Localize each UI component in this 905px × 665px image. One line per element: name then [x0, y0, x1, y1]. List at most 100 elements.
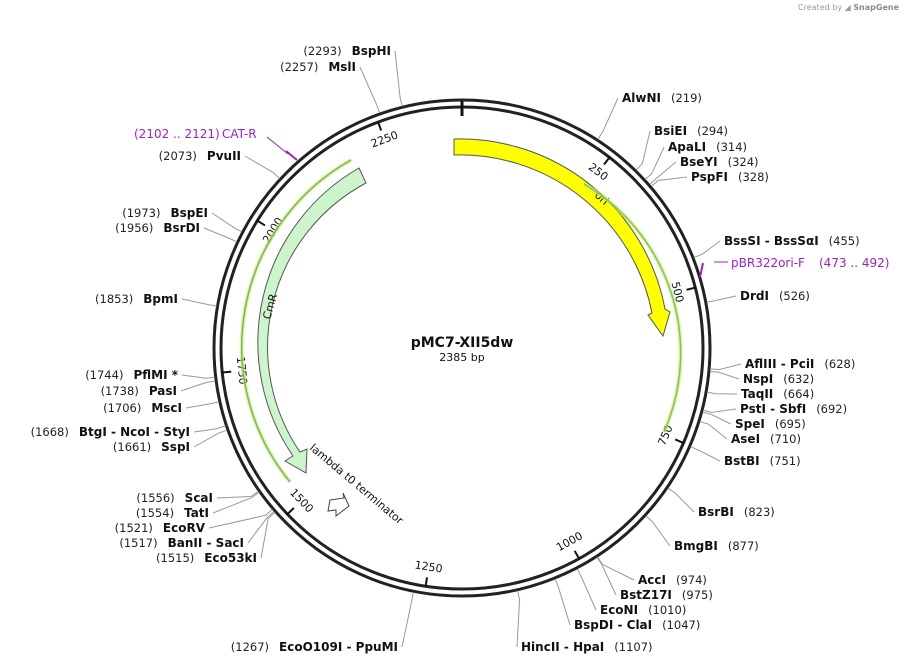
site-name: MslI — [328, 60, 356, 74]
backbone-outer-ring — [212, 98, 712, 598]
site-name: ScaI — [185, 491, 213, 505]
site-position: (1047) — [662, 618, 700, 632]
site-pflmi: (1744)PflMI * — [85, 368, 179, 382]
site-name: BtgI - NcoI - StyI — [79, 425, 190, 439]
credit-brand-name: SnapGene — [853, 3, 899, 12]
site-name: DrdI — [740, 289, 769, 303]
site-name: AlwNI — [622, 91, 661, 105]
site-leader-scai — [216, 490, 259, 499]
site-position: (974) — [676, 573, 707, 587]
site-leader-econi — [576, 568, 597, 611]
site-name: HincII - HpaI — [521, 640, 604, 654]
site-leader-bsrbi — [667, 487, 695, 513]
site-name: BpmI — [143, 292, 178, 306]
site-position: (526) — [779, 289, 810, 303]
site-position: (324) — [728, 155, 759, 169]
site-ecoo109i-ppumi: (1267)EcoO109I - PpuMI — [231, 640, 398, 654]
site-bstz17i: BstZ17I(975) — [620, 588, 713, 602]
site-position: (1738) — [101, 384, 139, 398]
tick-mark-250 — [603, 156, 611, 166]
site-name: PflMI * — [133, 368, 178, 382]
site-position: (1554) — [136, 506, 174, 520]
site-position: (632) — [783, 372, 814, 386]
primer-pbr322ori-f-name: pBR322ori-F — [731, 256, 805, 270]
site-position: (314) — [716, 140, 747, 154]
site-sspi: (1661) SspI — [113, 440, 190, 454]
site-name: PvuII — [207, 149, 241, 163]
primer-cat-r-mark — [285, 150, 298, 161]
site-position: (1706) — [103, 401, 141, 415]
plasmid-length: 2385 bp — [439, 351, 484, 364]
site-position: (695) — [775, 417, 806, 431]
site-name: SspI — [161, 440, 190, 454]
site-leader-spei — [702, 411, 732, 425]
site-position: (1521) — [115, 521, 153, 535]
site-leader-bmgbi — [645, 515, 671, 547]
site-leader-pvuii — [244, 155, 280, 179]
site-nspi: NspI(632) — [743, 372, 814, 386]
site-leader-asei — [699, 421, 728, 440]
site-leader-eco53ki — [260, 512, 276, 559]
site-afliii-pcii: AflIII - PciI(628) — [745, 357, 855, 371]
site-name: TatI — [184, 506, 209, 520]
snapgene-credit: Created by ◢ SnapGene — [798, 3, 899, 12]
site-apali: ApaLI(314) — [668, 140, 747, 154]
site-spei: SpeI (695) — [735, 417, 806, 431]
site-position: (328) — [738, 170, 769, 184]
site-bstbi: BstBI(751) — [724, 454, 801, 468]
site-name: EcoNI — [600, 603, 638, 617]
site-leader-msli — [359, 66, 381, 114]
site-position: (1973) — [122, 206, 160, 220]
site-position: (1010) — [648, 603, 686, 617]
primer-cat-r-name: CAT-R — [222, 127, 257, 141]
site-name: PspFI — [691, 170, 728, 184]
site-leader-banii-saci — [247, 511, 275, 544]
primer-cat-r-leader — [266, 136, 289, 155]
tick-label-2250: 2250 — [369, 128, 400, 150]
restriction-site-labels: AlwNI (219) BsiEI(294) ApaLI(314)BseYI (324)… — [31, 44, 860, 654]
site-acci: AccI(974) — [638, 573, 707, 587]
site-position: (1556) — [136, 491, 174, 505]
site-leader-bsrdi — [203, 227, 238, 243]
site-name: SpeI — [735, 417, 765, 431]
site-leader-pasi — [180, 380, 216, 392]
site-leader-bstz17i — [596, 556, 617, 596]
site-name: BsrDI — [163, 221, 200, 235]
tick-mark-750 — [674, 438, 685, 445]
site-leader-lines — [180, 50, 742, 648]
site-name: EcoRV — [163, 521, 206, 535]
site-position: (1853) — [95, 292, 133, 306]
tick-mark-1250 — [424, 577, 428, 588]
site-leader-acci — [597, 556, 635, 581]
site-leader-psti-sbfi — [702, 408, 737, 413]
credit-prefix: Created by — [798, 3, 843, 12]
site-position: (1267) — [231, 640, 269, 654]
site-name: PstI - SbfI — [740, 402, 806, 416]
site-leader-nspi — [709, 370, 740, 380]
site-leader-ecoo109i-ppumi — [401, 592, 414, 648]
ori-feature-arrow — [453, 138, 671, 338]
site-position: (219) — [671, 91, 702, 105]
site-position: (692) — [816, 402, 847, 416]
tick-mark-2000 — [255, 219, 266, 227]
site-position: (2293) — [303, 44, 341, 58]
tick-label-1250: 1250 — [414, 558, 444, 575]
site-position: (1515) — [156, 551, 194, 565]
site-name: BspHI — [352, 44, 391, 58]
site-name: BspDI - ClaI — [574, 618, 652, 632]
site-name: BseYI — [680, 155, 718, 169]
site-name: BsiEI — [654, 124, 687, 138]
tick-mark-1000 — [573, 550, 581, 561]
site-position: (1661) — [113, 440, 151, 454]
site-leader-pspfi — [651, 176, 688, 187]
site-pspfi: PspFI (328) — [691, 170, 769, 184]
terminator-feature-label: lambda t0 terminator — [307, 441, 406, 527]
site-position: (1668) — [31, 425, 69, 439]
site-position: (877) — [728, 539, 759, 553]
plasmid-name: pMC7-XII5dw — [411, 335, 514, 351]
site-name: BspEI — [170, 206, 208, 220]
site-bsiei: BsiEI(294) — [654, 124, 728, 138]
site-name: Eco53kI — [204, 551, 257, 565]
site-name: BstZ17I — [620, 588, 672, 602]
